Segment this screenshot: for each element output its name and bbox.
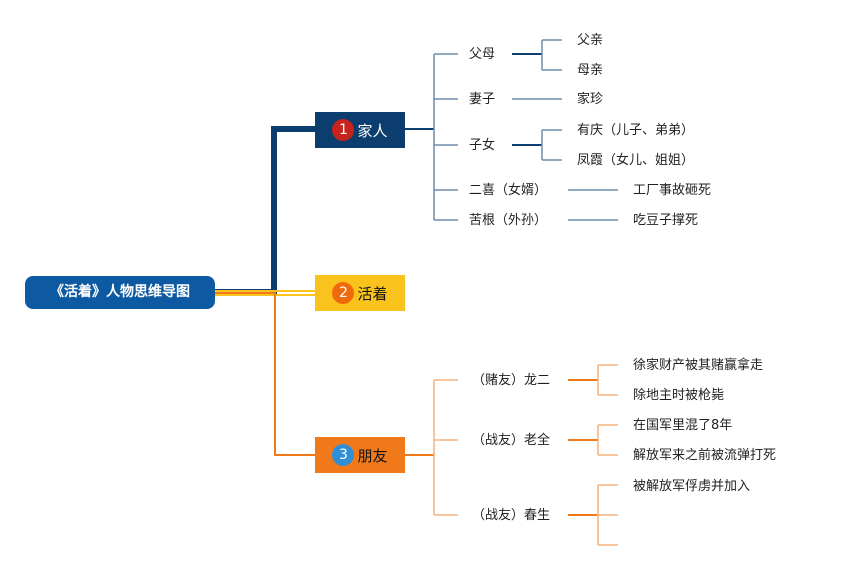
number-badge-1: 1 <box>332 119 355 141</box>
node-fengxia[interactable]: 凤霞（女儿、姐姐） <box>577 153 695 168</box>
node-kugen-fate[interactable]: 吃豆子撑死 <box>633 213 699 228</box>
number-badge-3: 3 <box>332 444 355 466</box>
node-laoquan-fate-1[interactable]: 在国军里混了8年 <box>633 418 733 433</box>
node-laoquan-fate-2[interactable]: 解放军来之前被流弹打死 <box>633 448 777 463</box>
edge-kids-children <box>541 129 562 161</box>
edge-chunsheng-children <box>597 484 618 546</box>
node-kugen[interactable]: 苦根（外孙） <box>469 213 548 228</box>
node-erxi-fate[interactable]: 工厂事故砸死 <box>633 183 712 198</box>
node-longer-fate-2[interactable]: 除地主时被枪毙 <box>633 388 725 403</box>
node-youqing[interactable]: 有庆（儿子、弟弟） <box>577 123 695 138</box>
node-chunsheng-fate[interactable]: 被解放军俘虏并加入 <box>633 479 751 494</box>
branch-living[interactable]: 2 活着 <box>315 275 405 311</box>
edge-laoquan-children <box>597 424 618 456</box>
node-longer[interactable]: （赌友）龙二 <box>472 373 551 388</box>
root-node[interactable]: 《活着》人物思维导图 <box>25 276 215 309</box>
edge-root-family <box>215 126 315 295</box>
branch-family[interactable]: 1 家人 <box>315 112 405 148</box>
edge-root-friends <box>215 292 315 456</box>
node-erxi[interactable]: 二喜（女婿） <box>469 183 548 198</box>
node-mother[interactable]: 母亲 <box>577 63 604 78</box>
branch-living-label: 活着 <box>357 284 388 303</box>
edge-parents-children <box>541 39 562 71</box>
branch-friends-label: 朋友 <box>357 446 388 465</box>
node-longer-fate-1[interactable]: 徐家财产被其赌赢拿走 <box>633 358 764 373</box>
node-laoquan[interactable]: （战友）老全 <box>472 433 551 448</box>
node-jiazhen[interactable]: 家珍 <box>577 92 604 107</box>
edge-longer-children <box>597 364 618 396</box>
branch-friends[interactable]: 3 朋友 <box>315 437 405 473</box>
node-parents[interactable]: 父母 <box>469 47 496 62</box>
node-father[interactable]: 父亲 <box>577 33 604 48</box>
node-chunsheng[interactable]: （战友）春生 <box>472 508 551 523</box>
node-wife[interactable]: 妻子 <box>469 92 496 107</box>
number-badge-2: 2 <box>332 282 355 304</box>
branch-family-label: 家人 <box>357 121 388 140</box>
node-kids[interactable]: 子女 <box>469 138 496 153</box>
